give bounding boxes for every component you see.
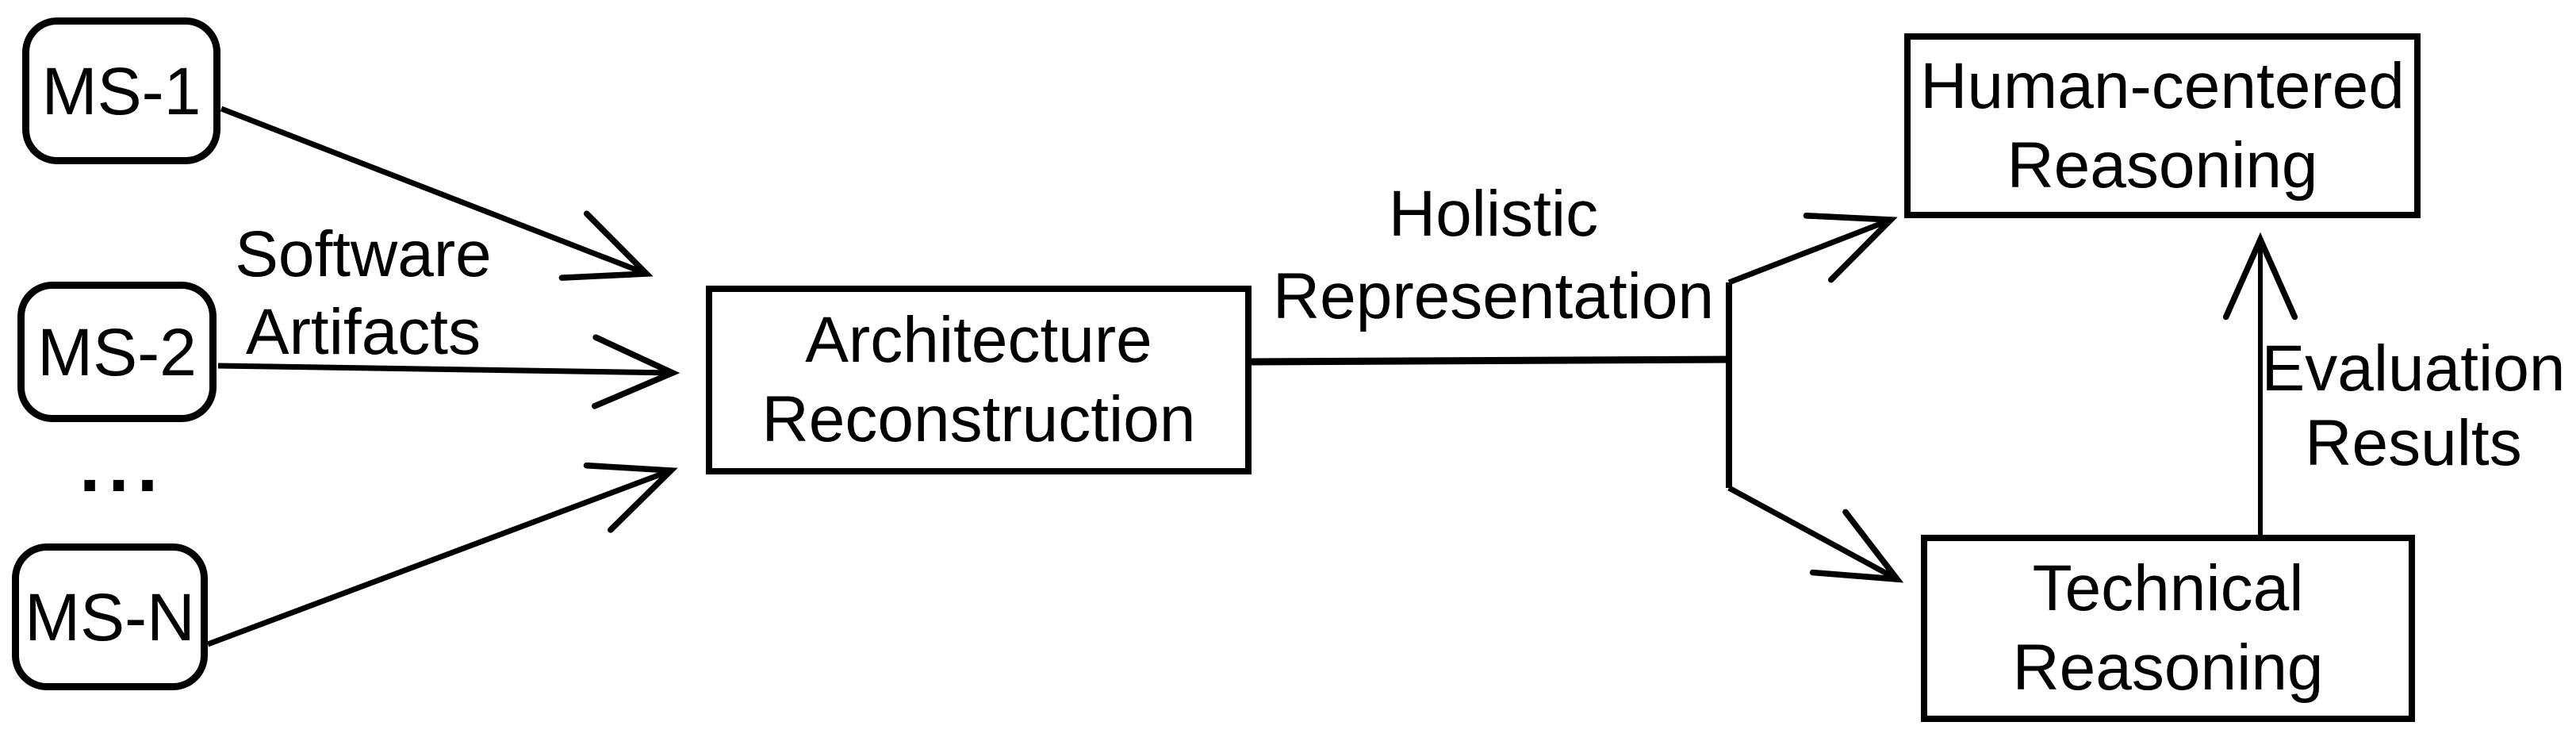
node-architecture-reconstruction: Architecture Reconstruction [706, 286, 1252, 474]
edge-label-software-artifacts: Software Artifacts [181, 216, 546, 371]
node-ms1-label: MS-1 [41, 53, 201, 129]
node-human-centered-reasoning: Human-centered Reasoning [1904, 33, 2421, 218]
architecture-label-line2: Reconstruction [761, 383, 1196, 455]
fork-arrow-to-technical [1727, 485, 1904, 583]
architecture-label-line1: Architecture [805, 304, 1152, 376]
arrow-ms1-to-architecture [220, 106, 654, 281]
holistic-connector-line [1251, 355, 1731, 366]
edge-label-evaluation-results: Evaluation Results [2247, 332, 2576, 481]
ms-ellipsis: ... [79, 428, 166, 504]
software-artifacts-line1: Software [235, 218, 492, 290]
node-msn: MS-N [12, 543, 208, 690]
ms-ellipsis-label: ... [79, 424, 167, 508]
node-msn-label: MS-N [25, 579, 195, 655]
software-artifacts-line2: Artifacts [245, 296, 481, 368]
evaluation-results-line2: Results [2305, 407, 2522, 479]
human-centered-label-line2: Reasoning [2007, 129, 2318, 202]
evaluation-results-line1: Evaluation [2261, 332, 2566, 405]
fork-arrow-to-human-centered [1727, 213, 1898, 286]
technical-label-line1: Technical [2032, 552, 2304, 624]
holistic-representation-line1: Holistic [1388, 178, 1599, 250]
human-centered-label-line1: Human-centered [1920, 49, 2405, 122]
technical-label-line2: Reasoning [2012, 632, 2324, 704]
edge-label-holistic-representation: Holistic Representation [1263, 173, 1723, 338]
arrow-ms2-to-architecture [217, 334, 680, 409]
arrow-msn-to-architecture [206, 462, 678, 647]
node-ms2-label: MS-2 [37, 314, 197, 390]
holistic-representation-line2: Representation [1272, 260, 1715, 332]
node-ms1: MS-1 [22, 17, 220, 164]
node-ms2: MS-2 [17, 282, 217, 422]
node-technical-reasoning: Technical Reasoning [1921, 535, 2415, 722]
